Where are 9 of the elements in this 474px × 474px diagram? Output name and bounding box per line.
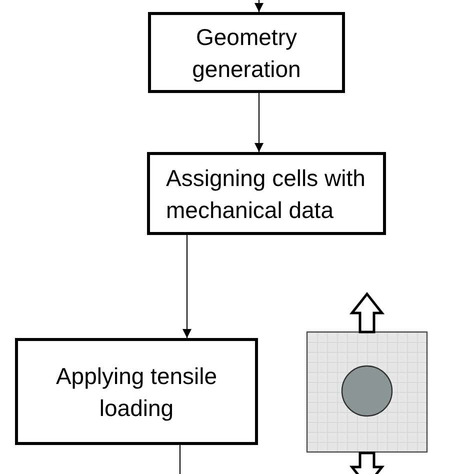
step-label: Geometry generation [191,22,302,84]
connector-arrow [254,93,264,152]
connector-arrow [182,235,192,338]
process-box [147,152,386,235]
connector-arrow [254,0,264,12]
process-box [148,12,345,93]
process-box [15,338,258,445]
step-label: Applying tensile loading [54,362,218,423]
step-label: Assigning cells with mechanical data [166,164,366,224]
